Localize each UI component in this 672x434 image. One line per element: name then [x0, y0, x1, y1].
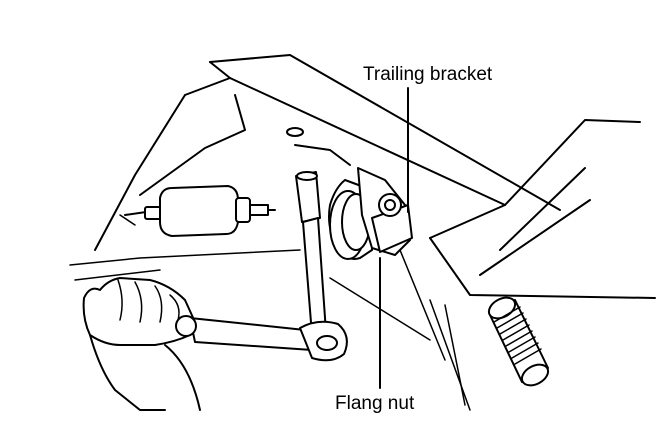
threaded-pipe	[487, 296, 550, 387]
ratchet-wrench	[189, 317, 348, 362]
label-trailing-bracket: Trailing bracket	[363, 64, 493, 85]
hand	[82, 277, 201, 411]
body-panel	[429, 119, 656, 299]
floor-lines	[69, 214, 471, 411]
frame-rail	[94, 54, 561, 251]
extension-bar	[295, 171, 327, 336]
trailing-bracket-assembly	[328, 167, 413, 260]
label-flang-nut: Flang nut	[335, 393, 415, 414]
bolt-head	[384, 199, 396, 211]
frame-hole	[286, 127, 304, 137]
fuel-filter	[124, 185, 276, 237]
